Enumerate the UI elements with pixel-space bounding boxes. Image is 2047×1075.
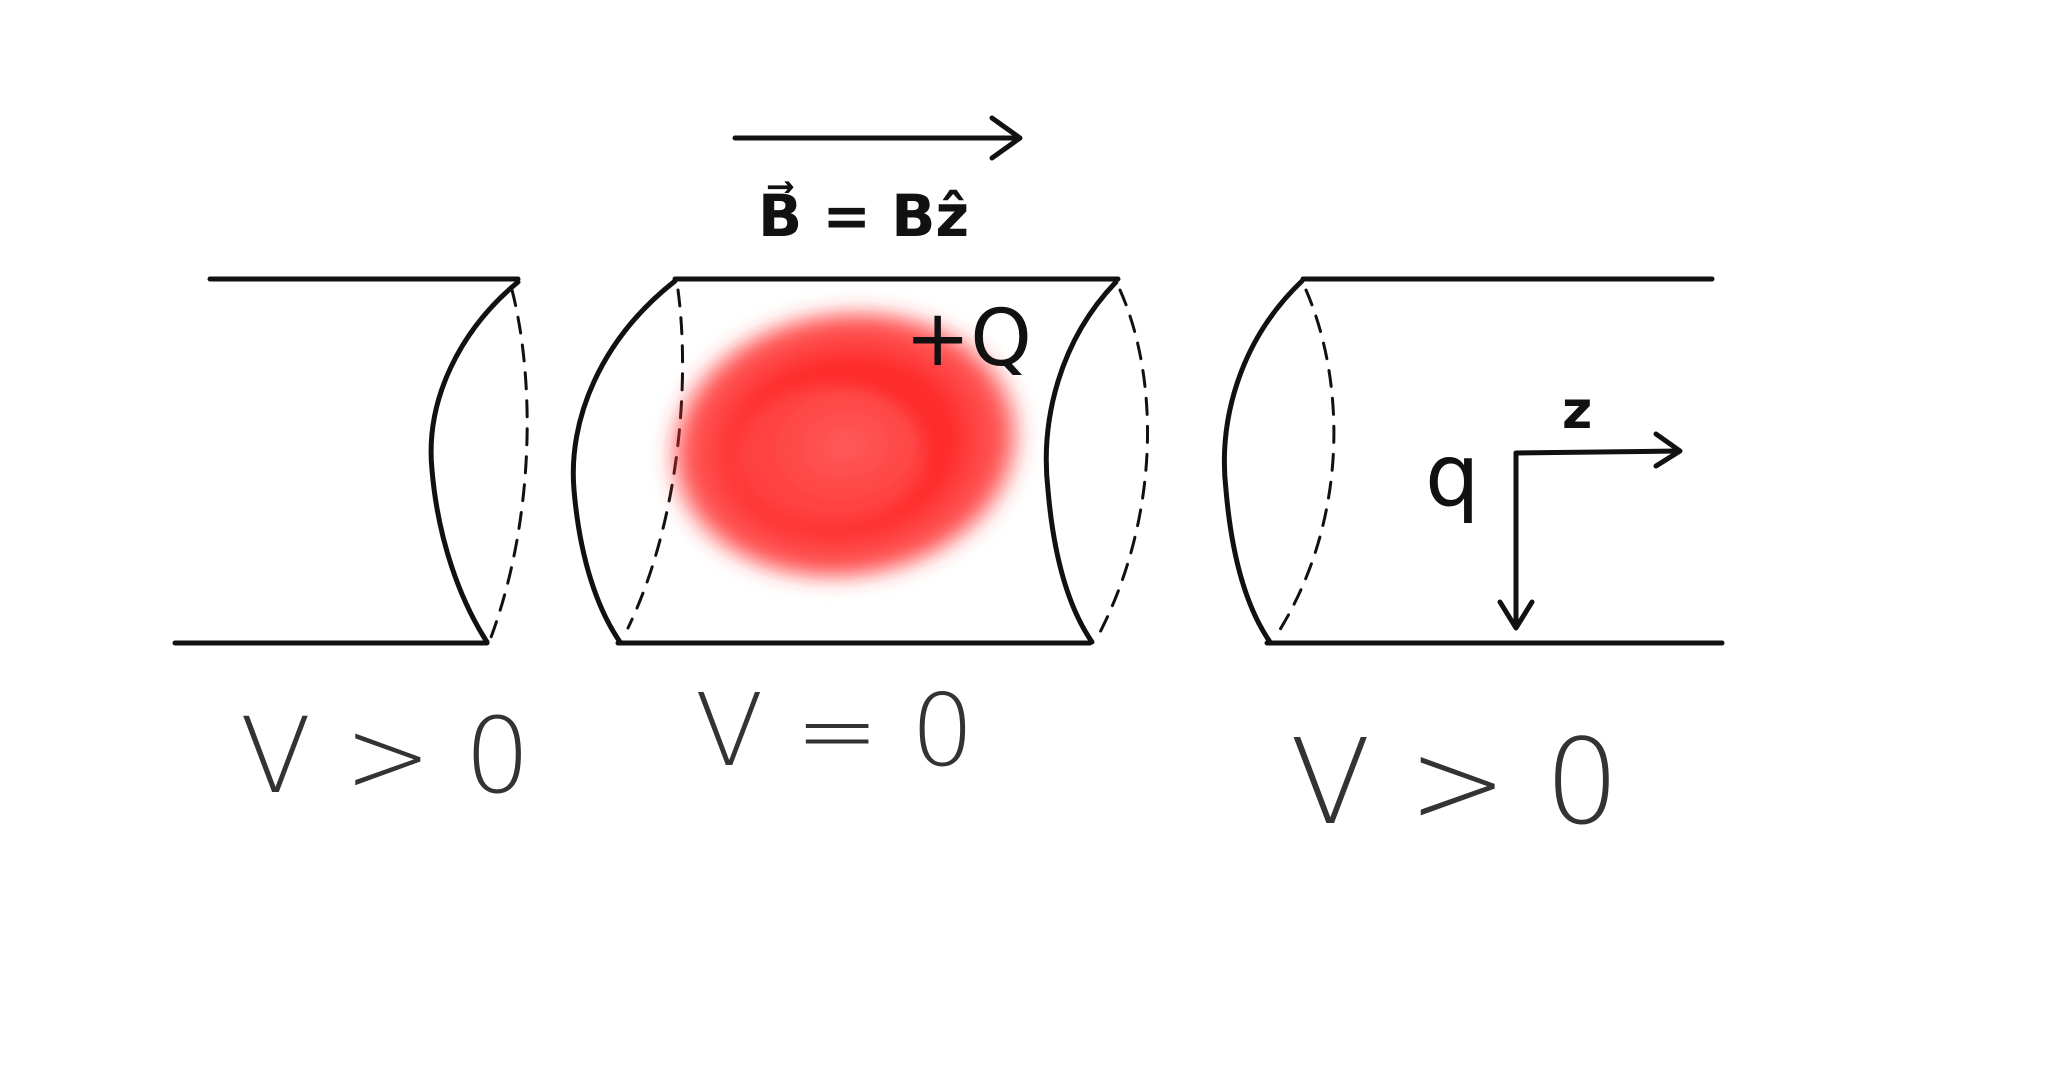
magnetic-field-arrow bbox=[732, 115, 1023, 161]
charge-label: +Q bbox=[905, 294, 1032, 384]
q-axis-label: q bbox=[1425, 426, 1480, 526]
center-potential-label: V = 0 bbox=[695, 672, 974, 789]
left-potential-label: V > 0 bbox=[240, 695, 531, 817]
z-axis-label: z bbox=[1562, 381, 1592, 441]
charge-cloud bbox=[660, 302, 1030, 588]
magnetic-field-label: B⃗ = Bẑ bbox=[758, 181, 969, 250]
right-electrode bbox=[1221, 276, 1725, 646]
left-electrode bbox=[172, 276, 529, 646]
coordinate-axes bbox=[1497, 431, 1683, 631]
right-potential-label: V > 0 bbox=[1290, 713, 1620, 851]
center-electrode bbox=[570, 276, 1150, 646]
